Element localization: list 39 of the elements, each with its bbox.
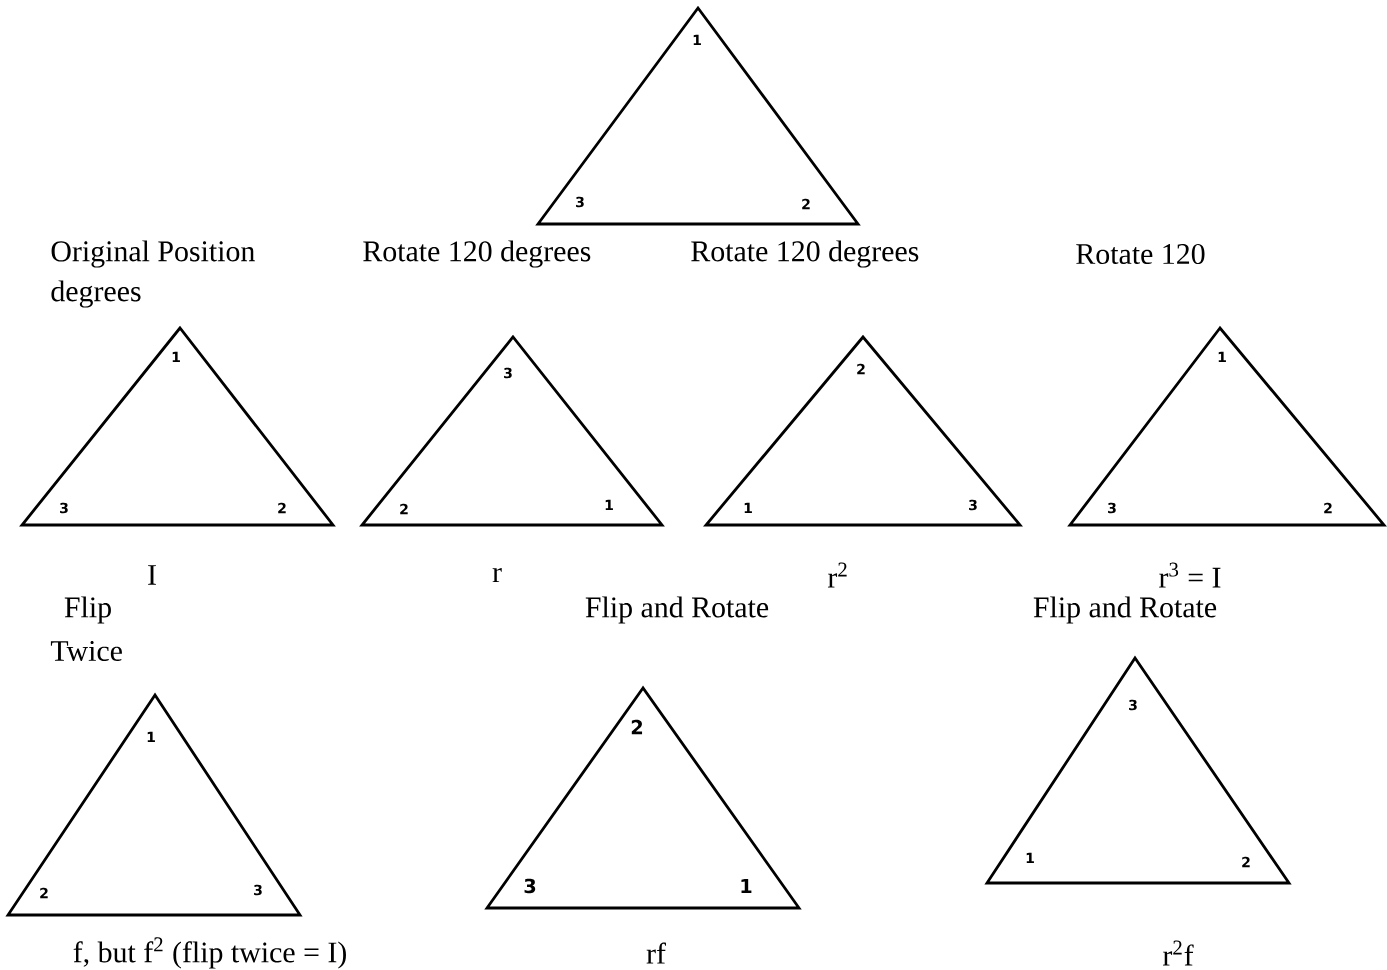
vertex-number: 1 — [1218, 351, 1226, 363]
vertex-number: 3 — [1129, 699, 1137, 711]
vertex-number: 2 — [278, 502, 286, 514]
vertex-number: 1 — [741, 878, 752, 894]
heading-text: Twice — [50, 640, 122, 662]
node-label: r$^{2}$f — [1163, 940, 1194, 966]
vertex-number: 1 — [605, 499, 613, 511]
node-label: I — [148, 565, 156, 585]
vertex-number: 2 — [1324, 502, 1332, 514]
heading-text: Rotate 120 degrees — [363, 240, 591, 268]
vertex-number: 1 — [744, 502, 752, 514]
heading-text: Rotate 120 — [1076, 243, 1205, 265]
vertex-number: 2 — [1242, 856, 1250, 868]
vertex-number: 3 — [60, 502, 68, 514]
vertex-number: 3 — [969, 499, 977, 511]
vertex-number: 1 — [693, 34, 701, 46]
node-label: rf — [646, 942, 666, 964]
node-label: r$^{3}$ = I — [1159, 562, 1221, 588]
heading-text: Flip and Rotate — [585, 596, 769, 624]
node-label: r — [492, 567, 502, 583]
vertex-number: 3 — [524, 878, 536, 894]
node-label: f, but f$^{2}$ (flip twice = I) — [73, 937, 346, 969]
heading-text: Flip and Rotate — [1033, 596, 1217, 624]
vertex-number: 2 — [857, 363, 865, 375]
heading-text: Original Position — [51, 240, 255, 268]
vertex-number: 3 — [254, 884, 262, 896]
heading-text: Flip — [64, 596, 111, 624]
vertex-number: 2 — [400, 503, 408, 515]
vertex-number: 1 — [172, 351, 180, 363]
vertex-number: 2 — [40, 887, 48, 899]
vertex-number: 2 — [802, 198, 810, 210]
vertex-number: 3 — [576, 196, 584, 208]
vertex-number: 2 — [631, 719, 643, 735]
vertex-number: 3 — [1108, 502, 1116, 514]
node-label: r$^{2}$ — [827, 562, 847, 588]
vertex-number: 3 — [504, 367, 512, 379]
heading-text: Rotate 120 degrees — [691, 240, 919, 268]
vertex-number: 1 — [1026, 852, 1034, 864]
vertex-number: 1 — [147, 731, 155, 743]
